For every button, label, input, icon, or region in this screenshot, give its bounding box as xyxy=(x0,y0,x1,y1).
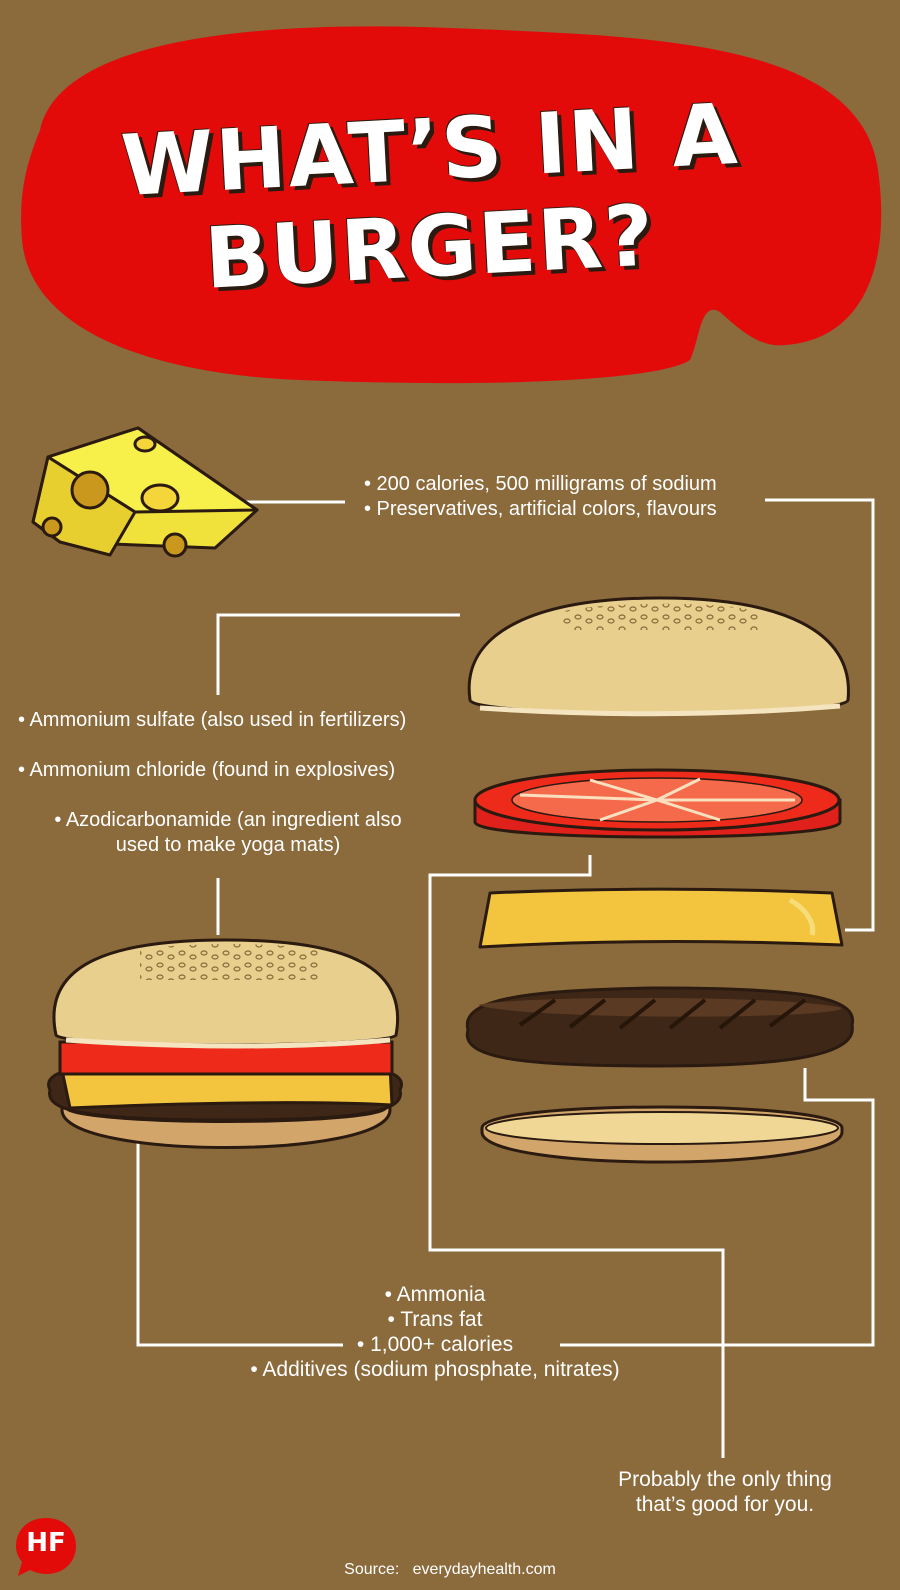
source-link[interactable]: everydayhealth.com xyxy=(412,1561,556,1578)
bun-fact-item: • Azodicarbonamide (an ingredient also u… xyxy=(18,808,438,858)
cheese-facts: • 200 calories, 500 milligrams of sodium… xyxy=(364,472,717,522)
tomato-note-line: Probably the only thing xyxy=(618,1468,832,1491)
patty-icon xyxy=(465,986,855,1068)
bun-fact-item: • Ammonium sulfate (also used in fertili… xyxy=(18,709,407,731)
tomato-note: Probably the only thing that’s good for … xyxy=(575,1467,875,1517)
logo-text: HF xyxy=(26,1528,66,1558)
tomato-slice-icon xyxy=(473,768,842,839)
title-blob xyxy=(21,26,882,384)
tomato-note-line: that’s good for you. xyxy=(635,1493,815,1516)
bun-fact-line: used to make yoga mats) xyxy=(115,834,341,856)
cheese-fact-item: • Preservatives, artificial colors, flav… xyxy=(364,498,717,520)
bun-fact-line: • Azodicarbonamide (an ingredient also xyxy=(54,809,402,831)
cheese-slice-icon xyxy=(478,887,844,949)
patty-fact-item: • Additives (sodium phosphate, nitrates) xyxy=(250,1358,620,1381)
cheese-fact-item: • 200 calories, 500 milligrams of sodium xyxy=(364,473,717,495)
connector-lines xyxy=(136,498,875,1458)
bun-fact-item: • Ammonium chloride (found in explosives… xyxy=(18,759,396,781)
patty-fact-item: • Ammonia xyxy=(384,1283,486,1306)
source-label: Source: xyxy=(344,1561,400,1578)
source-line: Source: everydayhealth.com xyxy=(0,1561,900,1579)
cheese-wedge-icon xyxy=(31,426,259,558)
patty-fact-item: • 1,000+ calories xyxy=(356,1333,514,1356)
patty-fact-item: • Trans fat xyxy=(387,1308,483,1331)
patty-facts: • Ammonia • Trans fat • 1,000+ calories … xyxy=(175,1282,695,1382)
bun-top-icon xyxy=(467,596,850,717)
whole-burger-icon xyxy=(47,938,403,1149)
bun-bottom-icon xyxy=(480,1105,844,1164)
hf-logo-icon: HF xyxy=(14,1514,78,1578)
